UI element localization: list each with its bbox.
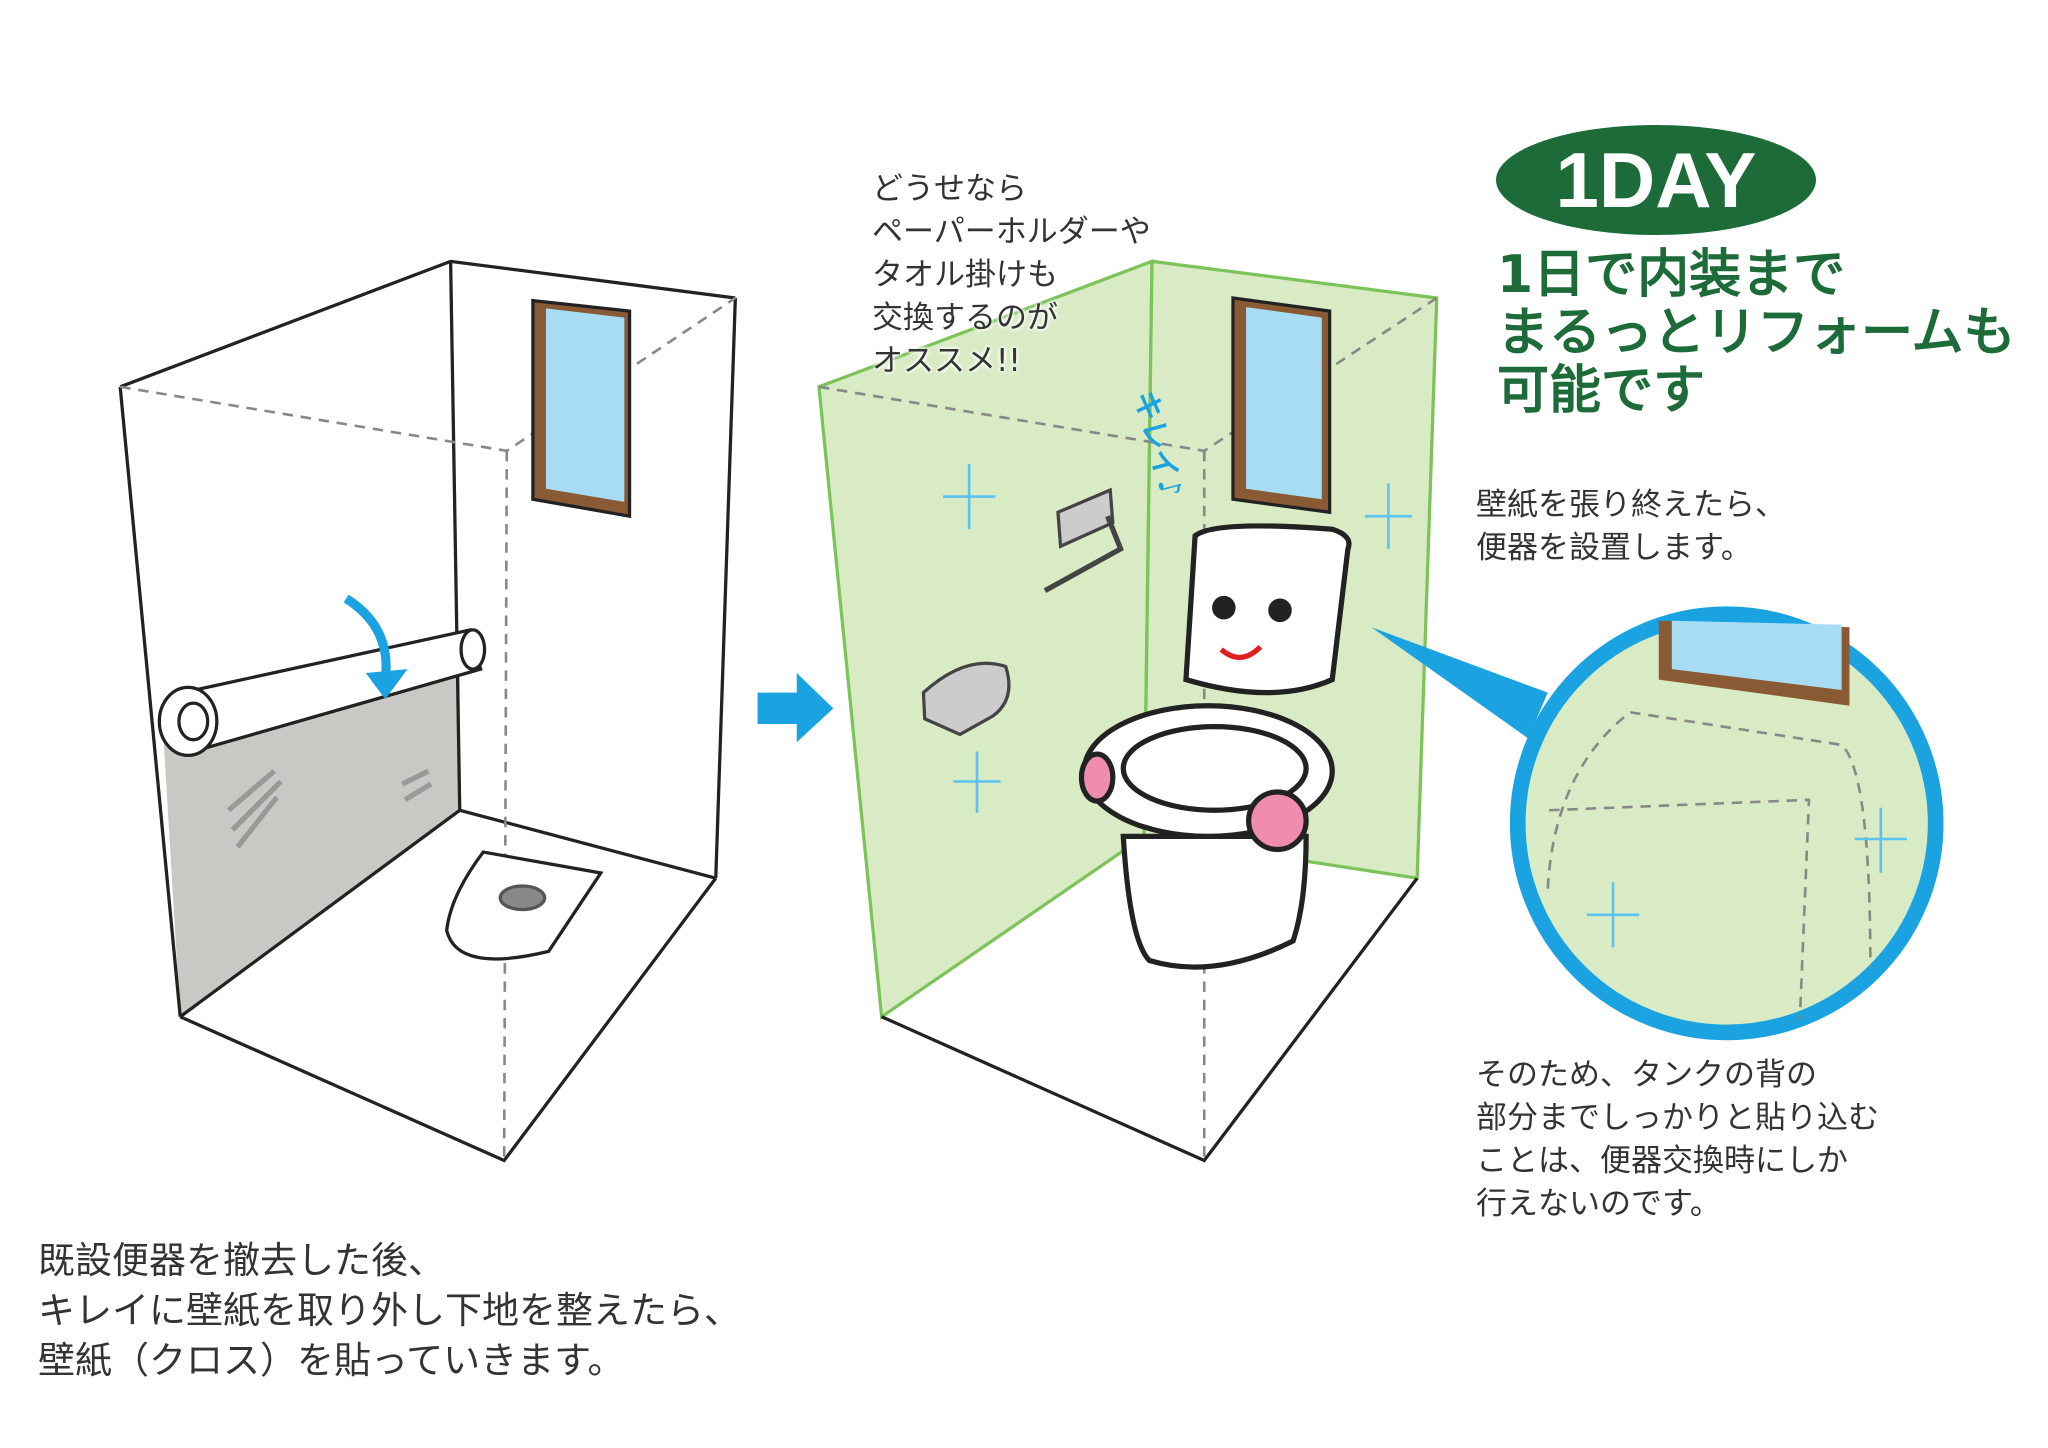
towel-bar-icon [1043, 487, 1124, 593]
note-line: 壁紙を張り終えたら、 [1476, 487, 1786, 523]
note-line: 壁紙（クロス）を貼っていきます。 [38, 1339, 625, 1382]
wallpaper-roll-icon [157, 627, 487, 757]
one-day-badge: 1DAY [1496, 125, 1816, 235]
floor-drain-outline [445, 850, 604, 961]
right-note-top: 壁紙を張り終えたら、 便器を設置します。 [1476, 484, 1786, 570]
left-note: 既設便器を撤去した後、 キレイに壁紙を取り外し下地を整えたら、 壁紙（クロス）を… [38, 1236, 741, 1386]
room-after [817, 258, 1439, 1163]
note-line: 行えないのです。 [1476, 1186, 1721, 1222]
middle-note: どうせなら ペーパーホルダーや タオル掛けも 交換するのが オススメ!! [872, 168, 1151, 383]
note-line: ことは、便器交換時にしか [1476, 1143, 1848, 1179]
detail-zoom-circle [1371, 606, 1944, 1041]
sparkle-icons [943, 463, 1412, 813]
room-before [118, 259, 737, 1163]
window-icon [1231, 296, 1332, 515]
right-note-bottom: そのため、タンクの背の 部分までしっかりと貼り込む ことは、便器交換時にしか 行… [1476, 1054, 1879, 1226]
curved-arrow-icon [343, 594, 391, 681]
scribble-marks [226, 768, 433, 849]
headline-line: 1日で内装まで [1497, 245, 1846, 305]
note-line: 便器を設置します。 [1476, 530, 1752, 566]
note-line: タオル掛けも [872, 257, 1058, 293]
note-line: どうせなら [872, 171, 1027, 207]
note-line: キレイに壁紙を取り外し下地を整えたら、 [38, 1289, 741, 1332]
headline-line: 可能です [1497, 361, 1706, 421]
note-line: 交換するのが [872, 300, 1058, 336]
paper-holder-icon [921, 661, 1011, 737]
note-line: そのため、タンクの背の [1476, 1057, 1817, 1093]
bare-wall-area [161, 659, 460, 1017]
headline: 1日で内装まで まるっとリフォームも 可能です [1497, 246, 2015, 420]
note-line: ペーパーホルダーや [872, 214, 1151, 250]
next-step-arrow-icon [757, 673, 834, 743]
note-line: オススメ!! [872, 343, 1021, 379]
note-line: 既設便器を撤去した後、 [38, 1239, 445, 1282]
headline-line: まるっとリフォームも [1497, 303, 2016, 363]
toilet-character [1078, 523, 1352, 970]
window-icon [531, 298, 632, 519]
note-line: 部分までしっかりと貼り込む [1476, 1100, 1879, 1136]
